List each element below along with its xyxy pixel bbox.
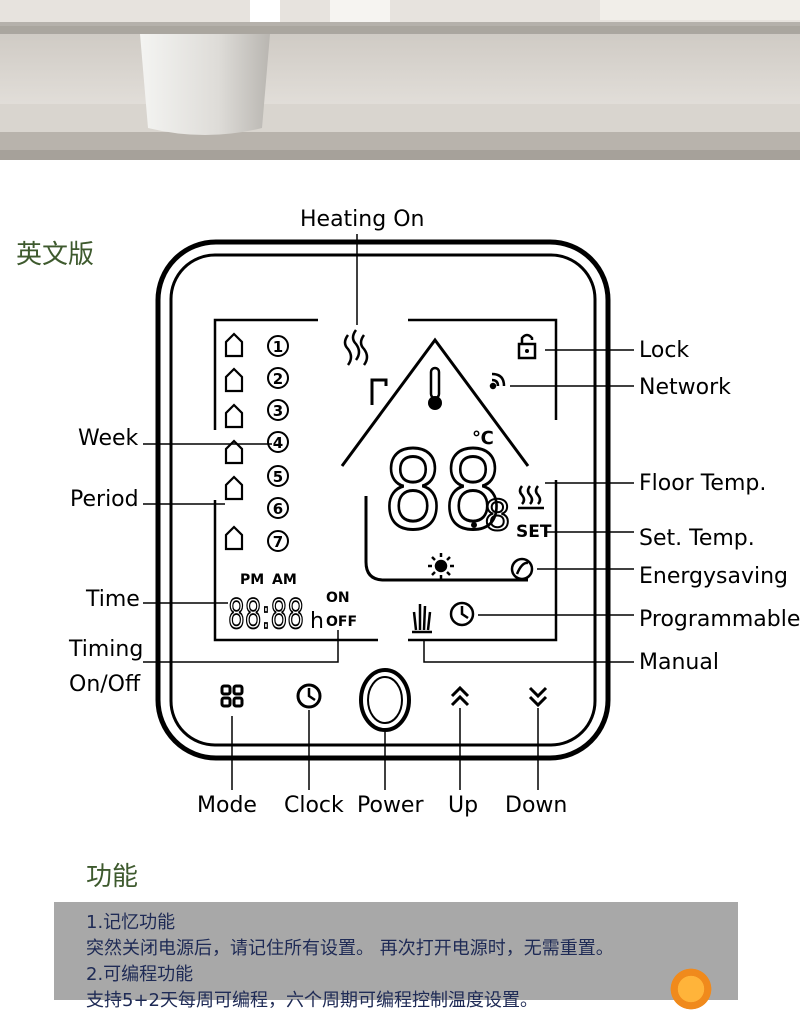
label-programmable: Programmable [639,607,800,632]
label-down: Down [505,793,567,818]
day-7: 7 [273,533,283,551]
function-description-box: 1.记忆功能 突然关闭电源后，请记住所有设置。 再次打开电源时，无需重置。 2.… [54,902,738,1012]
function-1-title: 1.记忆功能 [86,912,176,933]
manual-hand-icon [412,604,432,634]
function-2-title: 2.可编程功能 [86,964,194,985]
label-heating-on: Heating On [300,207,424,232]
pm-label: PM [240,572,264,588]
down-button-icon[interactable] [528,686,548,708]
thermometer-icon [428,366,442,410]
temp-decimal-digit: 8 [484,491,511,540]
house-outline [340,337,530,582]
off-label: OFF [326,614,357,630]
programmable-clock-icon [449,601,475,627]
period-icon-5 [224,475,244,501]
sun-icon [428,553,454,579]
label-energysaving: Energysaving [639,564,788,589]
period-icon-6 [224,525,244,551]
day-3: 3 [273,402,283,420]
plant-pot [140,34,270,135]
label-floor-temp: Floor Temp. [639,471,766,496]
energysaving-icon [510,557,534,581]
device-outer-frame [155,239,611,761]
period-icon-4 [224,439,244,465]
up-button-icon[interactable] [450,685,470,707]
label-set-temp: Set. Temp. [639,526,755,551]
label-time: Time [85,587,140,612]
period-icon-2 [224,367,244,393]
set-label: SET [516,522,552,542]
day-1: 1 [273,338,283,356]
label-timing: Timing [68,637,143,662]
celsius-unit: ℃ [472,428,494,449]
clock-button-icon[interactable] [296,683,322,709]
label-on-off: On/Off [69,672,141,697]
power-button-icon[interactable] [359,668,411,732]
device-inner-frame [169,253,597,747]
floor-heating-icon [518,485,544,510]
network-icon [489,372,506,390]
label-week: Week [78,426,139,451]
time-display: 88:88 [228,592,304,638]
function-1-text: 突然关闭电源后，请记住所有设置。 再次打开电源时，无需重置。 [86,938,614,959]
day-5: 5 [273,468,283,486]
temp-display: 88 8 [382,428,512,556]
on-label: ON [326,590,350,606]
callout-labels: Heating On Lock Network Floor Temp. Set.… [68,207,800,818]
period-icon-1 [224,332,244,358]
sun-gear-icon [668,966,714,1012]
label-up: Up [448,793,478,818]
day-6: 6 [273,500,283,518]
room-photo [0,0,800,160]
heating-waves-icon [343,329,369,366]
label-manual: Manual [639,650,719,675]
label-power: Power [357,793,424,818]
leader-lines [143,234,634,790]
day-4: 4 [273,434,283,452]
temp-digits: 88 [383,429,503,554]
hour-unit: h [310,609,324,634]
section-title-function: 功能 [86,862,139,892]
label-network: Network [639,375,731,400]
day-2: 2 [273,370,283,388]
function-2-text: 支持5+2天每周可编程，六个周期可编程控制温度设置。 [86,990,538,1011]
thermostat-diagram: ℃ 88 8 SET [68,207,800,818]
period-icon-3 [224,403,244,429]
label-mode: Mode [197,793,257,818]
section-title-english: 英文版 [16,240,95,270]
mode-button-icon[interactable] [220,684,244,708]
period-icons [224,332,244,551]
am-label: AM [272,572,297,588]
label-lock: Lock [639,338,689,363]
week-days: 1 2 3 4 5 6 7 [267,335,289,552]
label-clock: Clock [284,793,344,818]
label-period: Period [70,487,139,512]
lock-icon [517,333,537,360]
